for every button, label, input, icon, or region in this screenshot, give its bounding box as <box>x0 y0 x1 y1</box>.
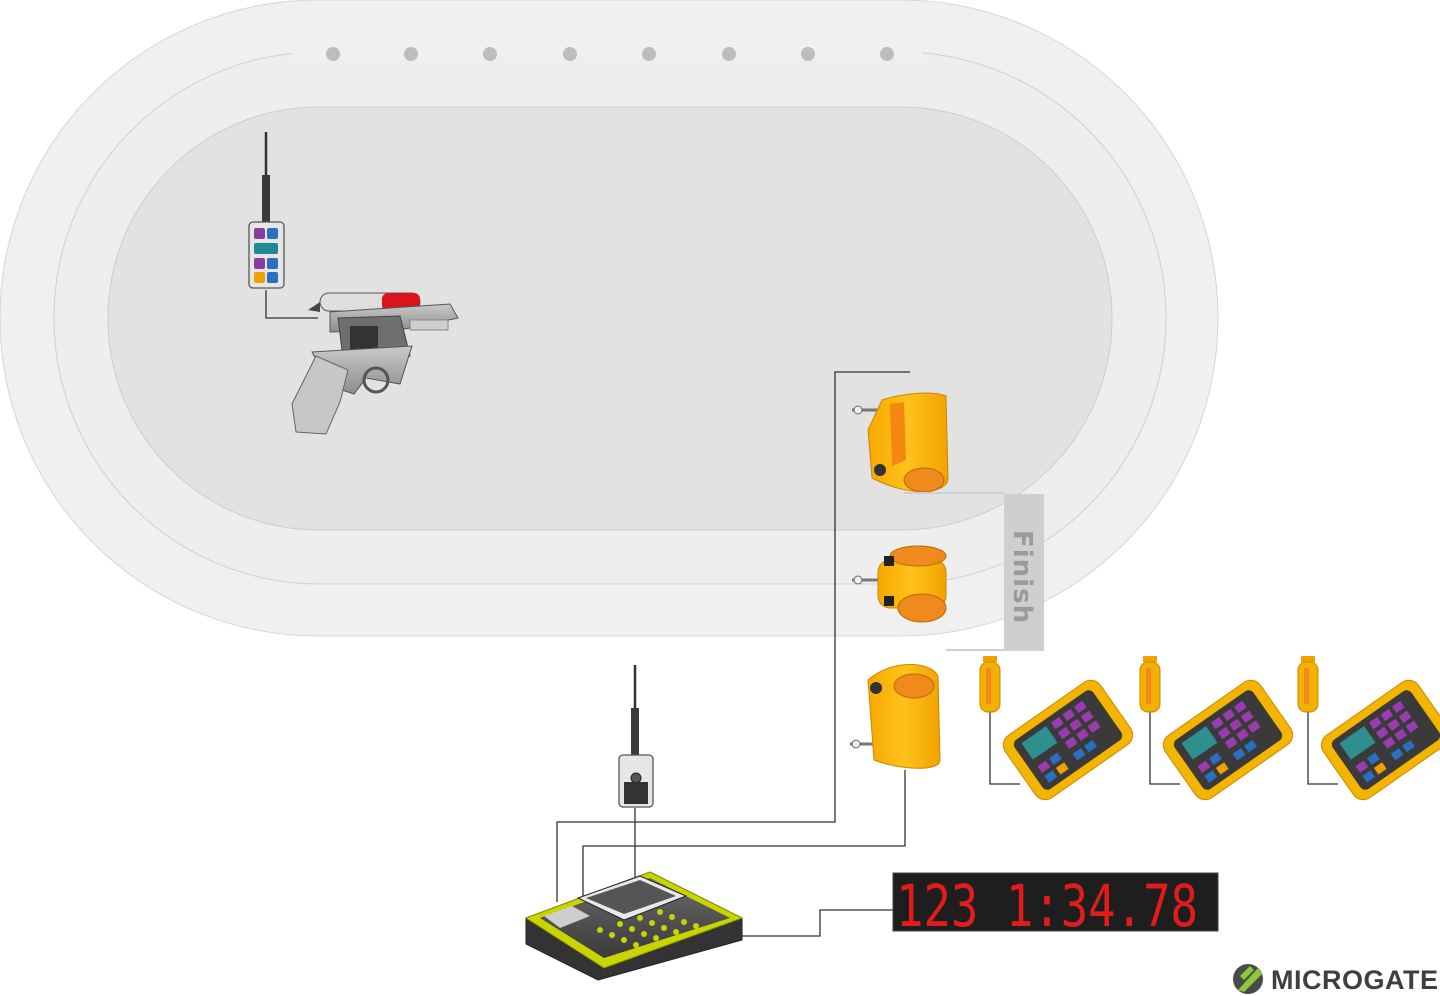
lane-marker <box>642 47 656 61</box>
radio-receiver <box>618 665 654 808</box>
photocell-middle <box>852 545 947 623</box>
push-button-icon <box>979 656 1001 713</box>
starting-pistol-icon <box>291 292 459 435</box>
cable-scoreboard <box>742 909 893 937</box>
photocell-icon <box>867 392 949 492</box>
finish-label: Finish <box>1007 530 1037 624</box>
track-line-gap <box>292 46 922 60</box>
cable-handheld-1 <box>989 712 1020 785</box>
lane-marker <box>483 47 497 61</box>
lane-marker <box>404 47 418 61</box>
scoreboard-display: 123 1:34.78 <box>896 872 1198 940</box>
brand-name: MICROGATE <box>1271 965 1439 995</box>
handheld-timer-icon <box>1162 679 1294 801</box>
push-button-icon <box>1139 656 1161 713</box>
cable-photocell-bottom <box>582 770 906 902</box>
finish-banner: Finish <box>946 494 1044 651</box>
photocell-bottom <box>850 664 941 769</box>
photocell-top <box>852 392 949 493</box>
microgate-logo-icon <box>1233 964 1263 994</box>
cable-pistol-transmitter <box>265 290 318 319</box>
cable-handheld-3 <box>1307 712 1338 785</box>
microgate-logo: MICROGATE <box>1233 964 1439 995</box>
lane-markers <box>326 47 894 61</box>
lane-marker <box>801 47 815 61</box>
push-button-icon <box>1297 656 1319 713</box>
handheld-timer-icon <box>1320 679 1440 801</box>
handheld-timer-2 <box>1139 656 1294 801</box>
lane-marker <box>880 47 894 61</box>
start-transmitter <box>248 132 285 289</box>
cable-handheld-2 <box>1149 712 1180 785</box>
connection-cables <box>265 290 1338 937</box>
timer-console-icon <box>524 871 744 981</box>
cable-photocell-top <box>556 371 910 902</box>
track-infield <box>107 106 1113 531</box>
lane-marker <box>722 47 736 61</box>
led-scoreboard-icon: 123 1:34.78 <box>892 872 1219 940</box>
lane-marker <box>326 47 340 61</box>
handheld-timer-3 <box>1297 656 1440 801</box>
handheld-timer-1 <box>979 656 1134 801</box>
lane-marker <box>563 47 577 61</box>
handheld-timer-icon <box>1002 679 1134 801</box>
